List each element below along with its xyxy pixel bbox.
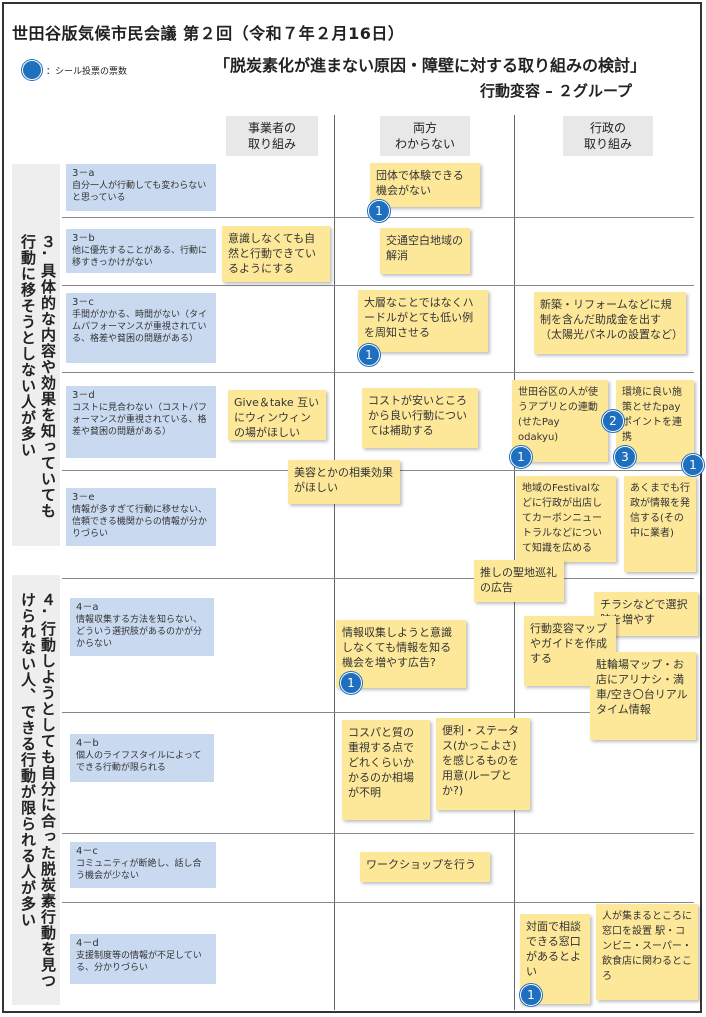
sticky-note: コストが安いところから良い行動については補助する	[362, 388, 478, 448]
sticky-note: 世田谷区の人が使うアプリとの連動(せたPay odakyu)	[512, 380, 608, 462]
sticky-note: あくまでも行政が情報を発信する(その中に業者)	[624, 476, 696, 572]
sticky-note: 対面で相談できる窓口があるとよい	[520, 914, 590, 1004]
category-3e: 3－e 情報が多すぎて行動に移せない、信頼できる機関からの情報が分かりづらい	[66, 488, 216, 546]
category-text: 支援制度等の情報が不足している、分かりづらい	[76, 951, 202, 973]
vote-dot-icon: 1	[520, 984, 542, 1006]
category-3d: 3－d コストに見合わない（コストパフォーマンスが重視されている、格差や貧困の問…	[66, 386, 216, 458]
category-code: 4－c	[76, 846, 98, 857]
category-text: 情報が多すぎて行動に移せない、信頼できる機関からの情報が分かりづらい	[72, 505, 208, 539]
page-title: 世田谷版気候市民会議 第２回（令和７年２月16日）	[12, 24, 405, 43]
sticky-note: 大層なことではなくハードルがとても低い例を周知させる	[358, 290, 488, 352]
category-text: コストに見合わない（コストパフォーマンスが重視されている、格差や貧困の問題がある…	[72, 403, 208, 437]
category-3a: 3－a 自分一人が行動しても変わらないと思っている	[66, 164, 216, 211]
category-text: 個人のライフスタイルによってできる行動が限られる	[76, 751, 202, 773]
legend: ：シール投票の票数	[22, 60, 127, 80]
category-4c: 4－c コミュニティが断絶し、話し合う機会が少ない	[70, 842, 216, 888]
category-code: 4－b	[76, 738, 99, 749]
category-text: 手間がかかる、時間がない（タイムパフォーマンスが重視されている、格差や貧困の問題…	[72, 310, 208, 344]
category-4d: 4－d 支援制度等の情報が不足している、分かりづらい	[70, 934, 216, 984]
sticky-note: 交通空白地域の解消	[380, 228, 470, 274]
sticky-note: 駐輪場マップ・お店にアリナシ・満車/空き〇台リアルタイム情報	[590, 652, 696, 740]
category-code: 3－c	[72, 297, 94, 308]
category-code: 4－a	[76, 602, 99, 613]
sticky-note: 団体で体験できる機会がない	[370, 163, 480, 207]
row-divider	[62, 285, 694, 286]
column-header-business: 事業者の 取り組み	[226, 116, 318, 156]
sticky-note: 人が集まるところに窓口を設置 駅・コンビニ・スーパー・飲食店に関わるところ	[596, 904, 698, 1000]
vote-dot-icon: 1	[340, 672, 362, 694]
vote-dot-icon: 2	[602, 410, 624, 432]
vote-dot-icon: 1	[358, 344, 380, 366]
section-3-title: ３. 具体的な内容や効果を知っていても行動に移そうとしない人が多い	[19, 234, 57, 519]
sticky-note: ワークショップを行う	[360, 852, 490, 882]
column-divider	[334, 115, 335, 1010]
section-3-sidebar	[12, 164, 60, 546]
vote-dot-icon	[22, 60, 42, 80]
category-code: 3－b	[72, 233, 95, 244]
category-code: 3－d	[72, 390, 95, 401]
sticky-note: 便利・ステータス(かっこよさ)を感じるものを用意(ループとか?)	[436, 718, 530, 810]
sticky-note: 新築・リフォームなどに規制を含んだ助成金を出す（太陽光パネルの設置など）	[534, 292, 686, 354]
sticky-note: コスパと質の重視する点でどれくらいかかるのか相場が不明	[342, 720, 430, 820]
column-header-government: 行政の 取り組み	[563, 116, 653, 156]
vote-dot-icon: 1	[682, 454, 704, 476]
sticky-note: 美容とかの相乗効果がほしい	[288, 460, 400, 504]
category-text: 他に優先することがある、行動に移すきっかけがない	[72, 246, 208, 268]
group-label: 行動変容 – ２グループ	[480, 82, 633, 100]
legend-text: ：シール投票の票数	[46, 66, 128, 77]
sticky-note: 意識しなくても自然と行動できているようにする	[222, 226, 330, 282]
column-header-both: 両方 わからない	[380, 116, 470, 156]
row-divider	[62, 902, 694, 903]
vote-dot-icon: 1	[510, 446, 532, 468]
section-4-sidebar	[12, 575, 60, 1005]
row-divider	[62, 833, 694, 834]
category-code: 3－a	[72, 168, 95, 179]
category-4b: 4－b 個人のライフスタイルによってできる行動が限られる	[70, 734, 214, 782]
row-divider	[62, 578, 694, 579]
category-text: 自分一人が行動しても変わらないと思っている	[72, 181, 207, 203]
vote-dot-icon: 3	[614, 446, 636, 468]
row-divider	[62, 372, 694, 373]
row-divider	[62, 712, 694, 713]
page-subtitle: 「脱炭素化が進まない原因・障壁に対する取り組みの検討」	[214, 56, 647, 75]
sticky-note: 推しの聖地巡礼の広告	[474, 560, 564, 602]
category-3b: 3－b 他に優先することがある、行動に移すきっかけがない	[66, 229, 216, 273]
sticky-note: Give＆take 互いにウィンウィンの場がほしい	[228, 390, 326, 440]
vote-dot-icon: 1	[368, 200, 390, 222]
category-text: コミュニティが断絶し、話し合う機会が少ない	[76, 859, 202, 881]
section-4-title: ４. 行動しようとしても自分に合った脱炭素行動を見つけられない人、できる行動が限…	[19, 592, 57, 989]
category-3c: 3－c 手間がかかる、時間がない（タイムパフォーマンスが重視されている、格差や貧…	[66, 293, 216, 363]
sticky-note: 地域のFestivalなどに行政が出店してカーボンニュートラルなどについて知識を…	[516, 476, 616, 562]
category-code: 3－e	[72, 492, 95, 503]
category-text: 情報収集する方法を知らない、どういう選択肢があるのかが分からない	[76, 615, 203, 649]
category-code: 4－d	[76, 938, 99, 949]
category-4a: 4－a 情報収集する方法を知らない、どういう選択肢があるのかが分からない	[70, 598, 214, 656]
